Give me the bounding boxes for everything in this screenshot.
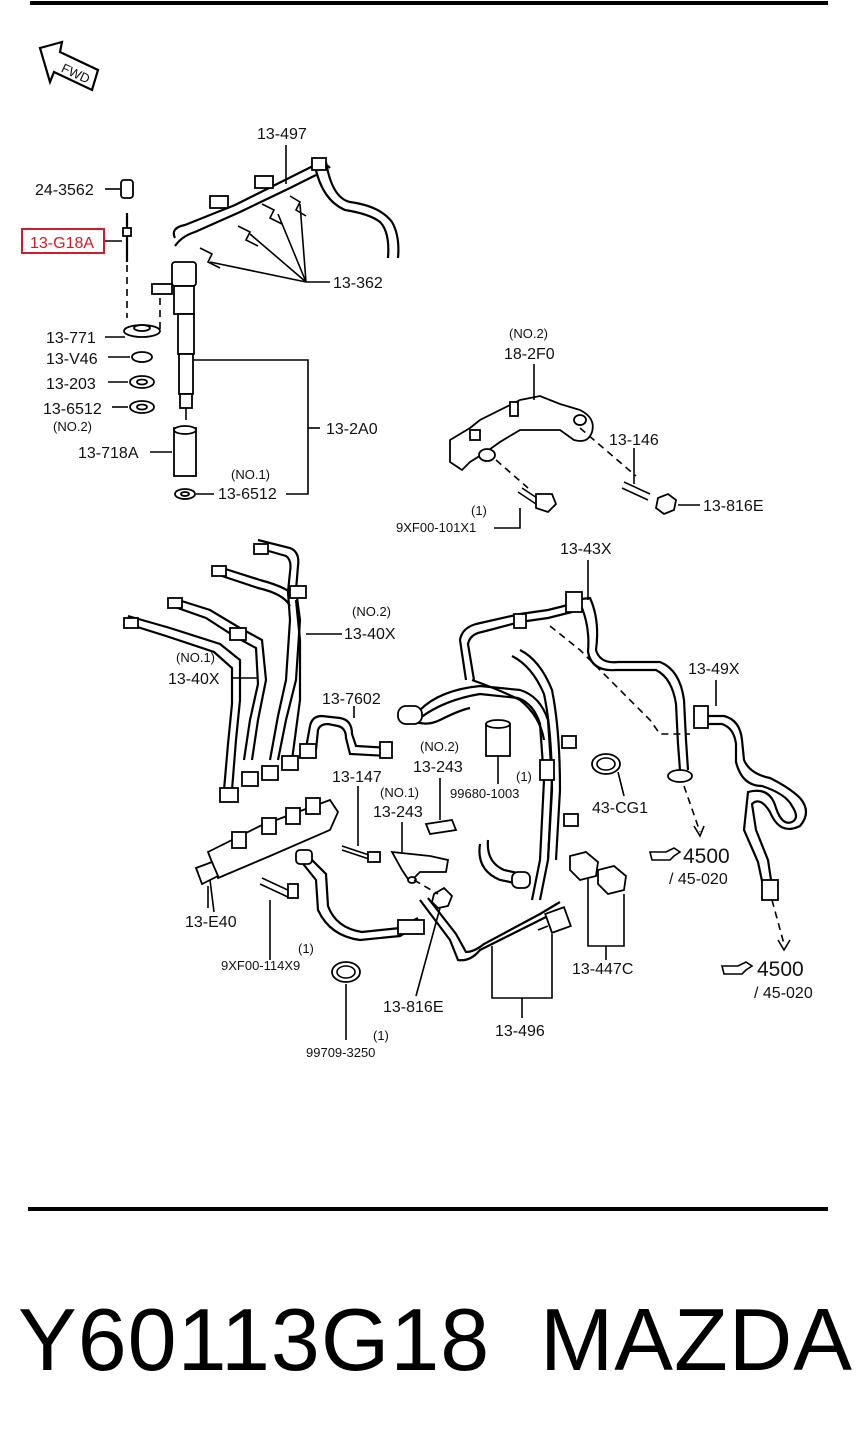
label-1-99680: (1): [516, 769, 532, 784]
highlight-box: [21, 228, 105, 254]
fwd-arrow-icon: FWD: [38, 40, 100, 92]
label-1-114x9: (1): [298, 941, 314, 956]
label-13-v46: 13-V46: [46, 351, 98, 368]
label-99680-1003: 99680-1003: [450, 786, 519, 801]
label-13-497: 13-497: [257, 126, 307, 143]
label-ref-45020-a: / 45-020: [669, 871, 728, 888]
label-18-2f0: 18-2F0: [504, 346, 555, 363]
collar: [485, 719, 511, 784]
label-no1-243: (NO.1): [380, 785, 419, 800]
label-13-43x: 13-43X: [560, 541, 612, 558]
label-13-40x-no1: 13-40X: [168, 671, 220, 688]
label-1-99709: (1): [373, 1028, 389, 1043]
label-13-147: 13-147: [332, 769, 382, 786]
injection-pipes: [123, 538, 342, 803]
label-13-771: 13-771: [46, 330, 96, 347]
label-13-816e-top: 13-816E: [703, 498, 764, 515]
label-13-718a: 13-718A: [78, 445, 139, 462]
label-no1-top: (NO.1): [231, 467, 270, 482]
hose-7602: [299, 706, 393, 759]
bracket-group: [449, 364, 700, 529]
label-13-816e-bottom: 13-816E: [383, 999, 444, 1016]
label-13-447c: 13-447C: [572, 961, 633, 978]
label-99709-3250: 99709-3250: [306, 1045, 375, 1060]
label-no1-40x: (NO.1): [176, 650, 215, 665]
label-13-6512-top: 13-6512: [43, 401, 102, 418]
hand-pointer-icon: [720, 961, 754, 975]
sensor-496: [491, 906, 572, 1018]
label-43-cg1: 43-CG1: [592, 800, 648, 817]
label-9xf00-101x1: 9XF00-101X1: [396, 520, 476, 535]
label-ref-45020-b: / 45-020: [754, 985, 813, 1002]
brand-name: MAZDA: [540, 1290, 853, 1389]
hand-pointer-icon: [648, 847, 682, 861]
bolt: [517, 487, 558, 514]
label-13-e40: 13-E40: [185, 914, 237, 931]
label-13-146: 13-146: [609, 432, 659, 449]
label-13-49x: 13-49X: [688, 661, 740, 678]
label-13-496: 13-496: [495, 1023, 545, 1040]
injector-group: [105, 145, 400, 500]
common-rail: [194, 786, 381, 960]
label-ref-4500-b: 4500: [757, 958, 804, 981]
injector: [151, 261, 197, 420]
clamp-43cg1: [591, 753, 625, 797]
lower-hose: [209, 849, 425, 1040]
label-no2-40x: (NO.2): [352, 604, 391, 619]
label-24-3562: 24-3562: [35, 182, 94, 199]
part-number: Y60113G18: [18, 1290, 490, 1389]
label-13-2a0: 13-2A0: [326, 421, 378, 438]
label-no2-243: (NO.2): [420, 739, 459, 754]
label-13-6512-bottom: 13-6512: [218, 486, 277, 503]
label-no2-top: (NO.2): [53, 419, 92, 434]
label-13-7602: 13-7602: [322, 691, 381, 708]
label-ref-4500-a: 4500: [683, 845, 730, 868]
label-1-bolt: (1): [471, 503, 487, 518]
connector-447c: [569, 851, 627, 960]
label-no2-bracket: (NO.2): [509, 326, 548, 341]
callout-labels: 13-497 24-3562 13-G18A 13-362 13-771 13-…: [21, 126, 813, 1060]
label-13-203: 13-203: [46, 376, 96, 393]
label-9xf00-114x9: 9XF00-114X9: [221, 958, 300, 973]
label-13-362: 13-362: [333, 275, 383, 292]
label-13-g18a: 13-G18A: [30, 235, 94, 252]
label-13-243-no1: 13-243: [373, 804, 423, 821]
bracket-243: [390, 778, 458, 997]
label-13-40x-no2: 13-40X: [344, 626, 396, 643]
label-13-243-no2: 13-243: [413, 759, 463, 776]
fuel-hoses: [397, 560, 808, 962]
